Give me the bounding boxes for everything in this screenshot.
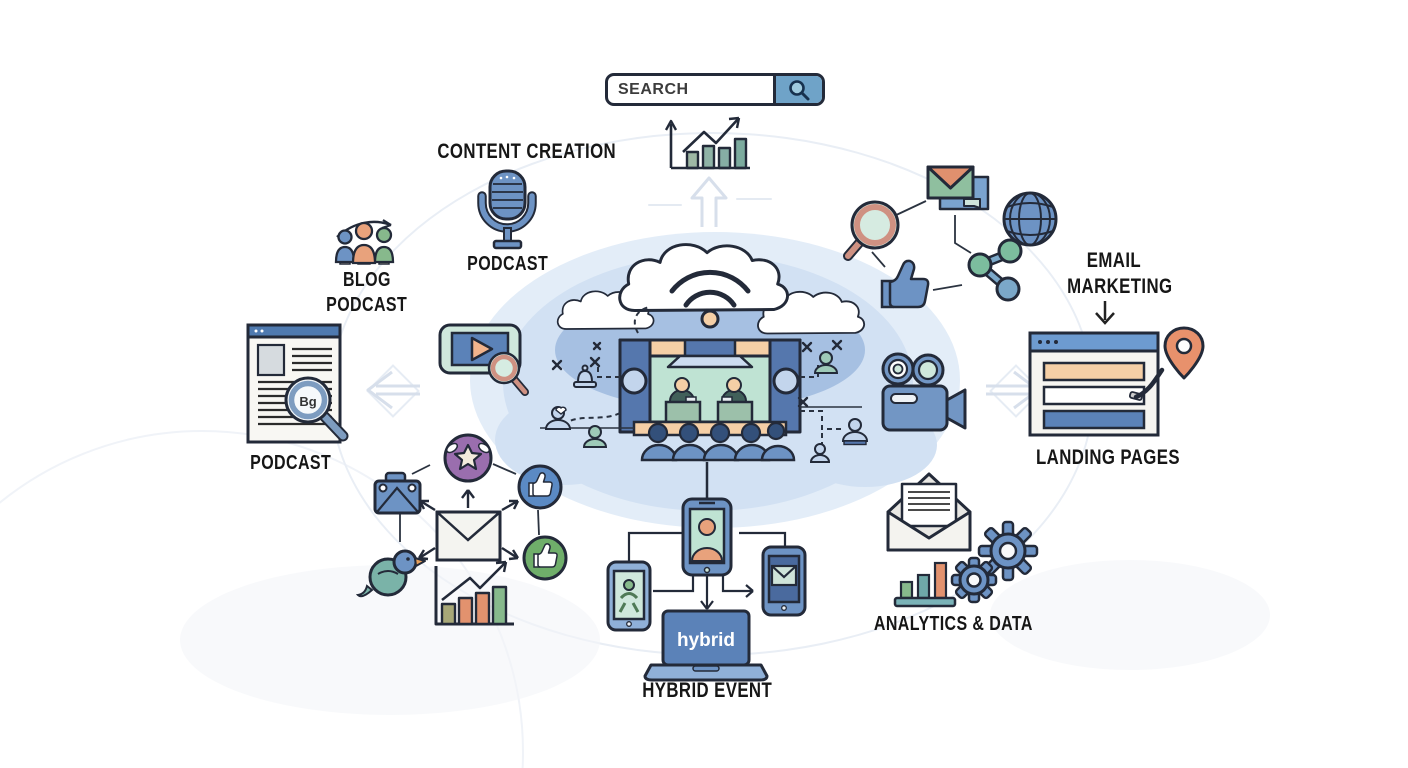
search-input[interactable] [608,76,773,103]
video-player-icon [438,323,529,396]
laptop-screen-text: hybrid [677,630,735,651]
sparkle-marks [551,339,843,408]
like-green-icon [522,535,568,581]
search-bar[interactable] [605,73,825,106]
location-pin-icon [1163,326,1205,380]
content-creation-label: CONTENT CREATION [437,140,617,163]
thumbs-up-icon [880,259,930,309]
wifi-icon [669,269,751,329]
tablet-icon [681,497,733,577]
podcast-mic-label: PODCAST [466,253,549,275]
microphone-icon [477,169,537,250]
like-blue-icon [517,464,563,510]
magnifier-icon [843,200,900,261]
gear-large-icon [977,520,1039,582]
stage-structure [618,338,802,434]
audience-group-icon [334,219,395,265]
laptop-icon: hybrid [643,609,769,682]
connection-dashes [569,306,843,451]
star-badge-icon [443,433,493,483]
movie-camera-icon [881,352,967,432]
magnifier-icon: Bg [284,376,349,442]
landing-pages-label: LANDING PAGES [1035,446,1180,469]
envelope-icon [435,510,502,562]
magnifier-text: Bg [299,394,316,409]
blog-podcast-label: BLOG PODCAST [326,269,408,316]
cloud-icon [556,243,866,335]
left-arrow-icon [366,370,420,410]
hybrid-devices-cluster: hybrid [606,497,807,682]
audience [632,420,796,462]
globe-icon [1002,191,1058,247]
gear-small-icon [950,556,998,604]
magnifier-icon [487,351,529,396]
camera-icon [373,471,422,515]
growth-chart-icon [664,116,750,170]
open-envelope-icon [886,472,972,552]
phone-left-icon [606,560,652,632]
analytics-data-label: ANALYTICS & DATA [873,613,1033,635]
presenters [664,377,754,424]
search-icon [789,79,810,100]
remote-attendee-icons [544,351,869,463]
hybrid-event-label: HYBRID EVENT [642,679,773,702]
landing-page-icon [1028,326,1205,437]
down-arrow-icon [1095,301,1115,325]
up-arrow-icon [690,176,728,227]
social-growth-chart-icon [434,560,514,626]
social-media-cluster [843,165,1058,309]
bird-icon [355,549,426,598]
phone-right-icon [761,545,807,617]
analytics-chart-icon [893,561,957,608]
analytics-cluster [886,472,1039,608]
podcast-doc-label: PODCAST [250,452,332,474]
share-icon [967,238,1023,302]
search-button[interactable] [773,76,822,103]
decorative-line [736,198,772,200]
share-arrows [417,489,520,561]
background-wash [990,560,1270,670]
social-sharing-cluster [355,433,568,626]
envelope-icon [926,165,990,211]
decorative-line [648,204,682,206]
blog-document-icon: Bg [246,323,349,444]
email-marketing-label: EMAIL MARKETING [1067,249,1173,299]
